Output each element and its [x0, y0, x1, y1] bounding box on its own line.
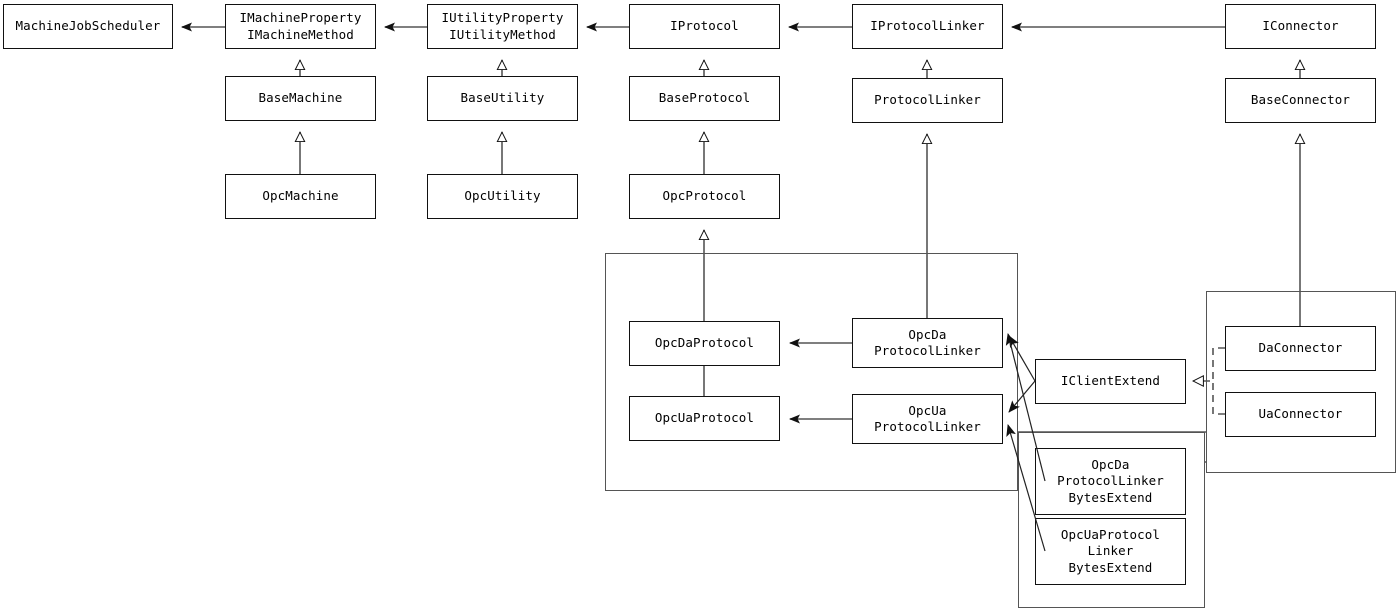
class-box-opcdaprotocollinker[interactable]: OpcDa ProtocolLinker: [852, 318, 1003, 368]
container-connector-group: [1206, 291, 1396, 473]
class-box-basemachine[interactable]: BaseMachine: [225, 76, 376, 121]
class-box-uaconnector[interactable]: UaConnector: [1225, 392, 1376, 437]
class-box-iclientextend[interactable]: IClientExtend: [1035, 359, 1186, 404]
class-box-protocollinker[interactable]: ProtocolLinker: [852, 78, 1003, 123]
class-box-opcuaprotocol[interactable]: OpcUaProtocol: [629, 396, 780, 441]
class-box-baseprotocol[interactable]: BaseProtocol: [629, 76, 780, 121]
class-box-daconnector[interactable]: DaConnector: [1225, 326, 1376, 371]
class-box-iprotocol[interactable]: IProtocol: [629, 4, 780, 49]
class-box-opcmachine[interactable]: OpcMachine: [225, 174, 376, 219]
class-box-opcuaprotocollinkerbytesextend[interactable]: OpcUaProtocol Linker BytesExtend: [1035, 518, 1186, 585]
class-box-opcdaprotocol[interactable]: OpcDaProtocol: [629, 321, 780, 366]
class-box-iprotocollinker[interactable]: IProtocolLinker: [852, 4, 1003, 49]
class-box-iutilityproperty[interactable]: IUtilityProperty IUtilityMethod: [427, 4, 578, 49]
class-box-iconnector[interactable]: IConnector: [1225, 4, 1376, 49]
class-box-opcdaprotocollinkerbytesextend[interactable]: OpcDa ProtocolLinker BytesExtend: [1035, 448, 1186, 515]
class-box-machinejobscheduler[interactable]: MachineJobScheduler: [3, 4, 173, 49]
class-box-opcuaprotocollinker[interactable]: OpcUa ProtocolLinker: [852, 394, 1003, 444]
class-box-opcutility[interactable]: OpcUtility: [427, 174, 578, 219]
class-box-opcprotocol[interactable]: OpcProtocol: [629, 174, 780, 219]
container-protocol-group: [605, 253, 1018, 491]
class-box-baseconnector[interactable]: BaseConnector: [1225, 78, 1376, 123]
class-box-imachineproperty[interactable]: IMachineProperty IMachineMethod: [225, 4, 376, 49]
class-box-baseutility[interactable]: BaseUtility: [427, 76, 578, 121]
